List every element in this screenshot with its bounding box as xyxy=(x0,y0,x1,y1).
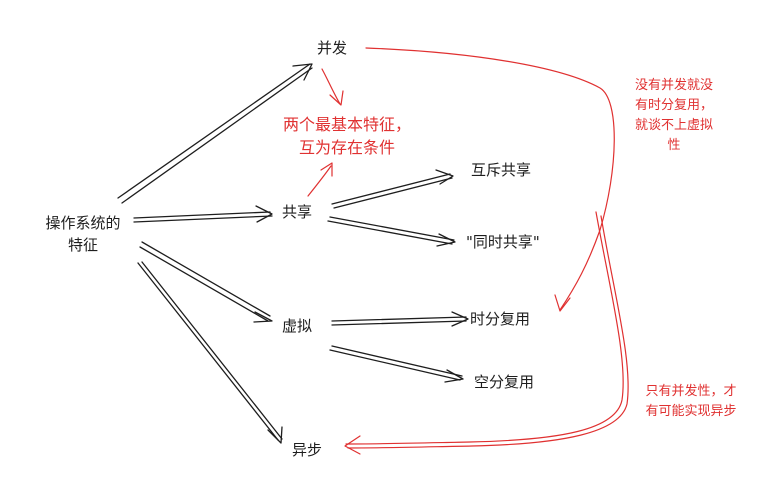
node-time-division: 时分复用 xyxy=(470,310,531,328)
note-center-line-1: 两个最基本特征， xyxy=(282,115,411,134)
red-arrow-sharing-to-note xyxy=(307,162,333,197)
arrow-virtual-to-spacediv xyxy=(329,345,464,383)
node-virtual: 虚拟 xyxy=(282,317,313,335)
note-right-bottom: 只有并发性，才 有可能实现异步 xyxy=(616,382,766,422)
red-arrow-concurrency-to-async xyxy=(344,211,629,455)
node-simultaneous-sharing: "同时共享" xyxy=(466,233,540,251)
root-node-label: 操作系统的 特征 xyxy=(28,212,138,256)
red-arrow-concurrency-to-timediv xyxy=(365,47,615,312)
root-node-line-1: 操作系统的 xyxy=(45,214,121,232)
note-right-top-line-2: 有时分复用， xyxy=(634,98,713,113)
note-right-bottom-line-1: 只有并发性，才 xyxy=(645,384,737,399)
node-space-division: 空分复用 xyxy=(474,373,535,391)
arrow-sharing-to-simultaneous xyxy=(327,216,456,247)
arrow-virtual-to-timediv xyxy=(331,311,469,327)
note-right-top-line-3: 就谈不上虚拟 xyxy=(634,118,713,133)
note-right-top-line-1: 没有并发就没 xyxy=(634,78,713,93)
arrow-root-to-concurrency xyxy=(117,63,313,204)
note-right-top: 没有并发就没 有时分复用， 就谈不上虚拟 性 xyxy=(614,76,734,156)
note-right-top-line-4: 性 xyxy=(667,138,681,153)
node-concurrency: 并发 xyxy=(317,39,348,57)
note-right-bottom-line-2: 有可能实现异步 xyxy=(645,404,737,419)
node-async: 异步 xyxy=(292,441,323,459)
red-arrow-concurrency-to-note xyxy=(321,68,344,106)
note-center: 两个最基本特征， 互为存在条件 xyxy=(262,113,432,159)
arrow-root-to-virtual xyxy=(139,241,273,323)
arrow-sharing-to-mutex xyxy=(331,169,454,209)
root-node-line-2: 特征 xyxy=(67,236,98,254)
node-sharing: 共享 xyxy=(282,203,313,221)
node-mutex-sharing: 互斥共享 xyxy=(471,161,532,179)
note-center-line-2: 互为存在条件 xyxy=(298,138,395,157)
arrow-root-to-async xyxy=(137,261,283,444)
arrow-root-to-sharing xyxy=(133,205,273,223)
